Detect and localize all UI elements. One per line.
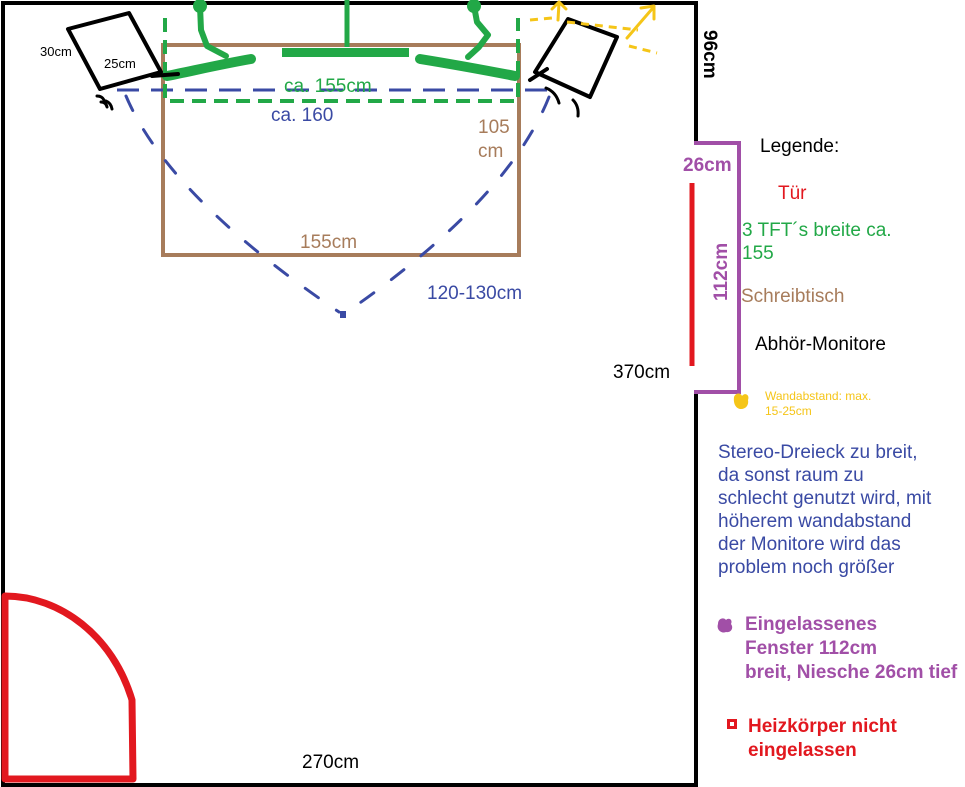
speaker-right-feet	[544, 86, 580, 118]
door-swing	[1, 592, 137, 783]
legend-wall-distance-line-1: Wandabstand: max.	[765, 389, 871, 403]
legend: Legende: Tür 3 TFT´s breite ca. 155 Schr…	[733, 136, 892, 418]
note-window-line-3: breit, Niesche 26cm tief	[745, 662, 958, 683]
note-stereo-line-5: der Monitore wird das	[718, 534, 901, 555]
right-wall-length-label: 370cm	[613, 362, 670, 383]
speaker-right-marker	[528, 67, 549, 82]
wall-distance-dashed-line	[529, 16, 553, 22]
stereo-side-label: 120-130cm	[427, 283, 522, 304]
note-stereo-line-2: da sonst raum zu	[718, 465, 864, 486]
legend-monitors-line-2: 155	[742, 243, 774, 264]
legend-desk: Schreibtisch	[741, 286, 845, 307]
speaker-left-feet	[95, 94, 114, 111]
note-stereo-line-6: problem noch größer	[718, 557, 895, 578]
stereo-triangle-right-side	[345, 95, 551, 314]
wall-segment-label: 96cm	[699, 30, 720, 79]
wall-distance-indicators	[529, 0, 658, 55]
diagram-labels: 30cm 25cm ca. 155cm ca. 160 105 cm 155cm…	[40, 30, 732, 773]
speaker-width-label: 25cm	[104, 56, 136, 71]
note-window-line-1: Eingelassenes	[745, 614, 877, 635]
notes: Stereo-Dreieck zu breit, da sonst raum z…	[717, 442, 958, 761]
monitor-center	[282, 48, 409, 57]
wall-distance-dashed-line-right	[566, 20, 639, 32]
radiator-note-marker-center	[730, 722, 734, 726]
wall-distance-arrow-diagonal-icon	[625, 4, 656, 40]
legend-speakers: Abhör-Monitore	[755, 334, 886, 355]
wall-distance-dashed-line-lower	[628, 44, 658, 55]
desk-width-label: 155cm	[300, 232, 357, 253]
speaker-depth-label: 30cm	[40, 44, 72, 59]
note-radiator-line-1: Heizkörper nicht	[748, 716, 898, 737]
note-stereo-line-1: Stereo-Dreieck zu breit,	[718, 442, 918, 463]
room-wall-outline	[1, 1, 698, 787]
monitors	[162, 0, 520, 81]
monitor-width-label: ca. 155cm	[284, 76, 372, 97]
legend-monitors-line-1: 3 TFT´s breite ca.	[742, 220, 892, 241]
monitor-right	[415, 54, 520, 81]
window-note-marker	[717, 618, 733, 633]
legend-wall-distance-line-2: 15-25cm	[765, 404, 812, 418]
desk-depth-unit-label: cm	[478, 141, 503, 162]
note-stereo-line-3: schlecht genutzt wird, mit	[718, 488, 932, 509]
monitor-left-arm	[197, 3, 229, 59]
listening-position	[340, 311, 346, 318]
stereo-triangle-left-side	[124, 94, 341, 314]
room-walls	[1, 1, 741, 787]
niche-depth-label: 26cm	[683, 155, 732, 176]
monitor-right-arm	[465, 3, 491, 60]
bottom-wall-length-label: 270cm	[302, 752, 359, 773]
note-radiator-line-2: eingelassen	[748, 740, 857, 761]
note-window-line-2: Fenster 112cm	[745, 638, 877, 659]
legend-title: Legende:	[760, 136, 839, 157]
desk	[161, 43, 521, 257]
speakers	[66, 11, 619, 118]
window-niche	[694, 141, 741, 394]
legend-door: Tür	[778, 183, 807, 204]
desk-depth-label: 105	[478, 117, 510, 138]
stereo-triangle	[117, 88, 551, 318]
niche-width-label: 112cm	[711, 243, 732, 301]
legend-wall-distance-marker	[733, 393, 749, 409]
speaker-right	[533, 17, 619, 99]
speaker-left-marker	[150, 72, 180, 78]
wall-distance-arrow-up-icon	[550, 0, 568, 22]
speaker-left	[66, 11, 163, 91]
note-stereo-line-4: höherem wandabstand	[718, 511, 911, 532]
stereo-base-label: ca. 160	[271, 105, 333, 126]
